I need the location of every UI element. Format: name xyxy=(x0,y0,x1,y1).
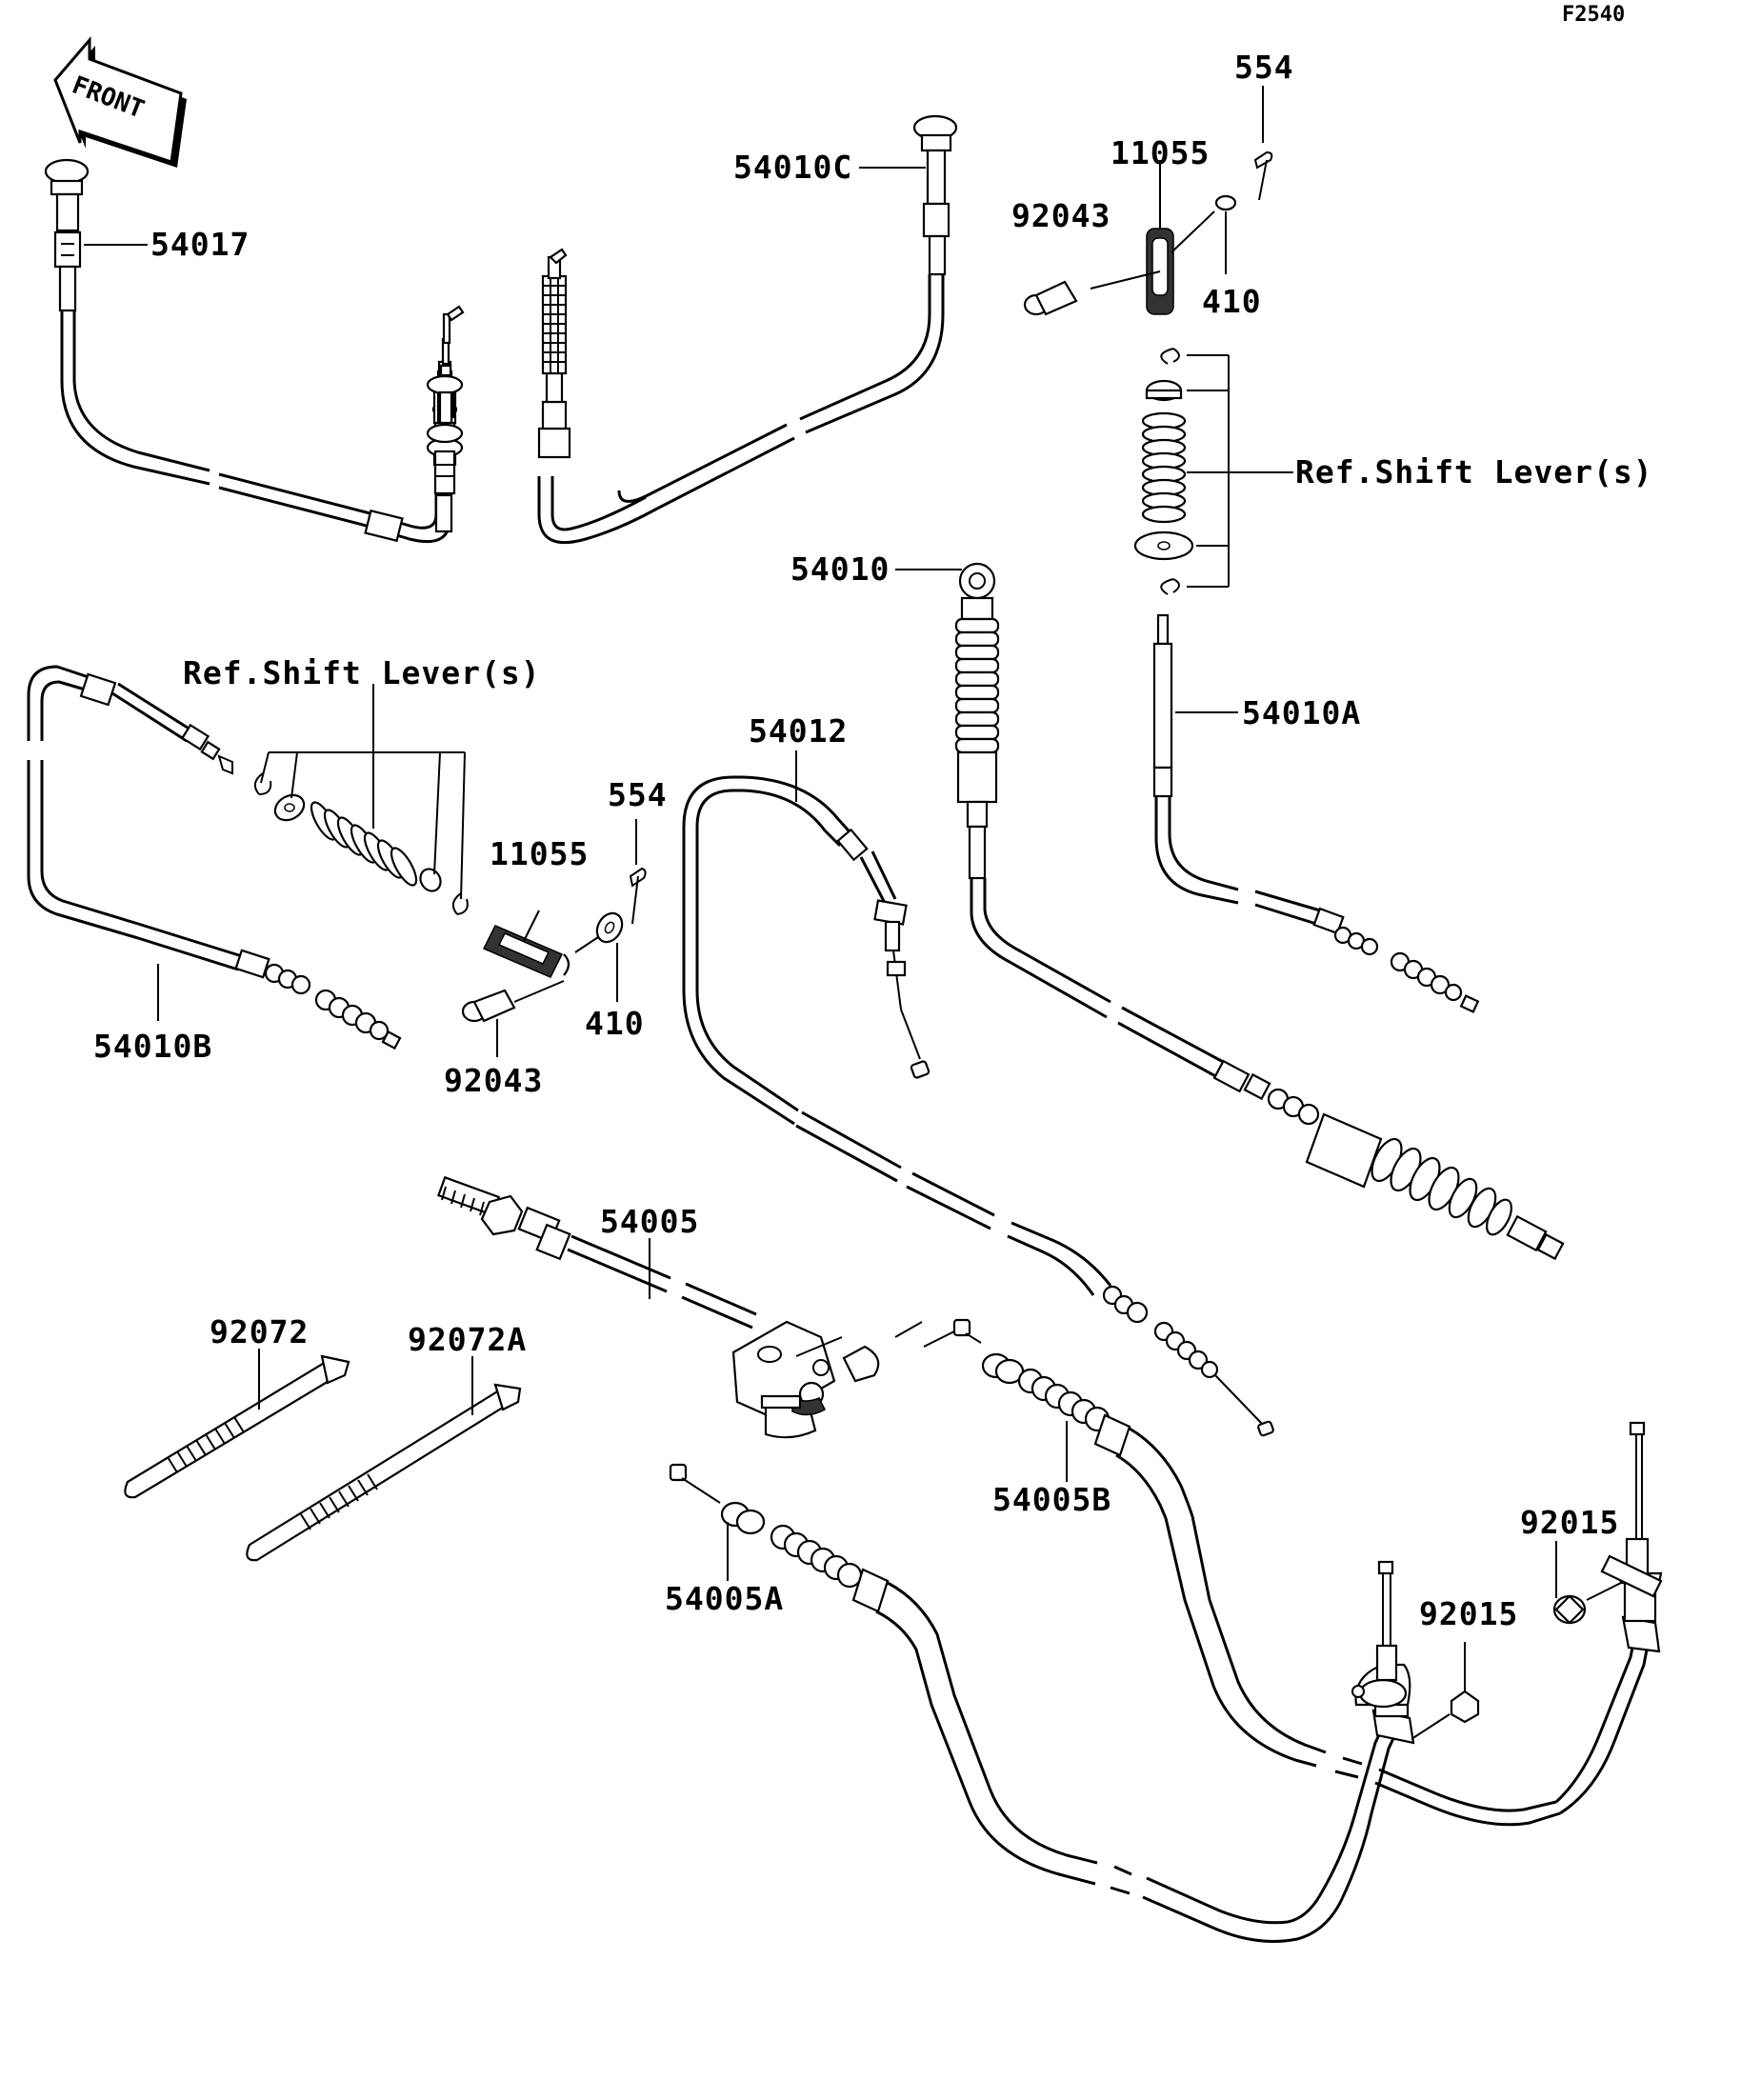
label-54010B: 54010B xyxy=(93,1028,212,1065)
cable-54017 xyxy=(44,158,465,544)
label-54012: 54012 xyxy=(749,712,848,750)
label-410-mid: 410 xyxy=(585,1005,645,1042)
shift-linkage-left xyxy=(253,684,647,1057)
label-54010C: 54010C xyxy=(733,149,852,186)
shift-lever-stack-right xyxy=(1133,348,1293,595)
label-554-top: 554 xyxy=(1234,49,1294,86)
label-54010A: 54010A xyxy=(1242,694,1361,731)
label-92015-a: 92015 xyxy=(1520,1504,1619,1541)
label-54005B: 54005B xyxy=(992,1481,1111,1518)
label-ref-shift-left: Ref.Shift Lever(s) xyxy=(183,654,541,691)
cable-54010 xyxy=(954,562,1565,1261)
label-11055-mid: 11055 xyxy=(490,835,589,872)
label-54005A: 54005A xyxy=(665,1580,784,1617)
cable-tie-92072A xyxy=(246,1356,522,1562)
cable-tie-92072 xyxy=(124,1349,350,1499)
label-54017: 54017 xyxy=(150,226,250,263)
label-554-mid: 554 xyxy=(608,776,668,813)
label-54005: 54005 xyxy=(600,1203,699,1240)
label-410-top: 410 xyxy=(1202,283,1262,320)
cable-54010A xyxy=(1152,613,1480,1013)
label-11055-top: 11055 xyxy=(1111,134,1210,171)
label-92043-top: 92043 xyxy=(1011,197,1111,234)
cable-54010C xyxy=(537,114,958,545)
cable-54012 xyxy=(682,775,1274,1437)
front-arrow-icon: FRONT xyxy=(53,35,187,168)
diagram-code: F2540 xyxy=(1562,3,1625,27)
label-ref-shift-right: Ref.Shift Lever(s) xyxy=(1295,453,1653,490)
label-54010: 54010 xyxy=(790,550,890,588)
cable-54005A xyxy=(669,1463,1480,1943)
label-92043-mid: 92043 xyxy=(444,1062,543,1099)
cable-54005B xyxy=(894,1318,1663,1827)
shift-linkage-top xyxy=(1023,86,1273,316)
label-92072: 92072 xyxy=(210,1313,309,1350)
label-92072A: 92072A xyxy=(408,1321,527,1358)
cable-54010B xyxy=(27,665,402,1050)
label-92015-b: 92015 xyxy=(1419,1595,1518,1632)
